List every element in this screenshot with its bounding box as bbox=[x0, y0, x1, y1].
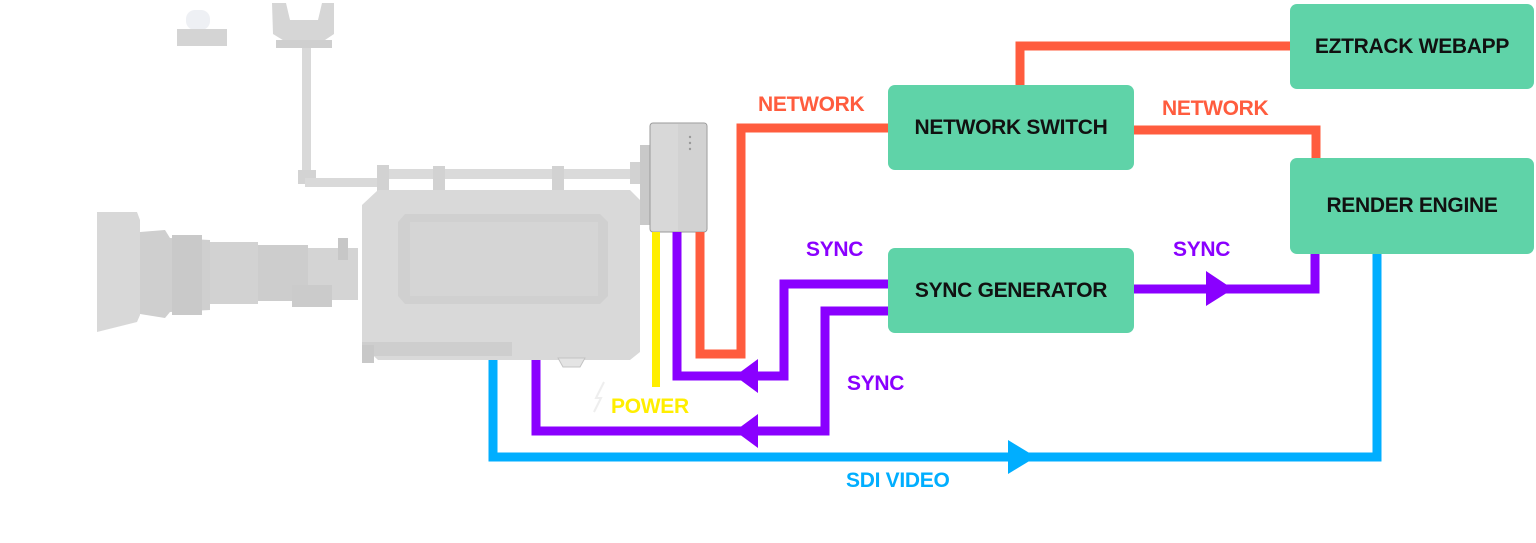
sync-arrow-to-render bbox=[1206, 271, 1233, 306]
label-sync-3: SYNC bbox=[847, 372, 905, 395]
lens-icon bbox=[97, 212, 358, 332]
node-label: SYNC GENERATOR bbox=[914, 278, 1108, 302]
node-sync-generator: SYNC GENERATOR bbox=[888, 248, 1134, 333]
camera-body-icon bbox=[362, 190, 640, 368]
sync-line-generator-to-render bbox=[1133, 253, 1320, 294]
network-line-switch-to-webapp bbox=[1015, 41, 1290, 86]
node-label: NETWORK SWITCH bbox=[914, 115, 1108, 139]
sync-line-generator-to-module bbox=[672, 232, 890, 381]
sync-arrow-to-camera bbox=[735, 414, 758, 448]
camera-illustration bbox=[97, 3, 708, 413]
viewfinder-mount-icon bbox=[272, 3, 385, 187]
node-network-switch: NETWORK SWITCH bbox=[888, 85, 1134, 170]
node-label: RENDER ENGINE bbox=[1326, 194, 1498, 217]
node-label: EZTRACK WEBAPP bbox=[1314, 34, 1510, 58]
node-eztrack-webapp: EZTRACK WEBAPP bbox=[1290, 4, 1534, 89]
label-network-2: NETWORK bbox=[1162, 97, 1269, 120]
node-render-engine: RENDER ENGINE bbox=[1290, 158, 1534, 254]
label-sync-2: SYNC bbox=[1173, 238, 1231, 261]
label-sdi-video: SDI VIDEO bbox=[846, 469, 950, 492]
sdi-video-arrow bbox=[1008, 440, 1036, 474]
sync-arrow-to-module bbox=[735, 359, 758, 393]
sync-line-generator-to-camera bbox=[531, 306, 890, 436]
network-line-module-to-switch bbox=[695, 123, 890, 359]
network-line-switch-to-render bbox=[1133, 125, 1321, 158]
label-power: POWER bbox=[611, 395, 689, 418]
label-sync-1: SYNC bbox=[806, 238, 864, 261]
sdi-video-line bbox=[488, 253, 1382, 462]
label-network-1: NETWORK bbox=[758, 93, 865, 116]
tracking-module-icon bbox=[640, 122, 708, 233]
top-rail bbox=[377, 162, 644, 193]
power-bolt-icon bbox=[593, 381, 605, 413]
tally-light-icon bbox=[177, 10, 227, 46]
